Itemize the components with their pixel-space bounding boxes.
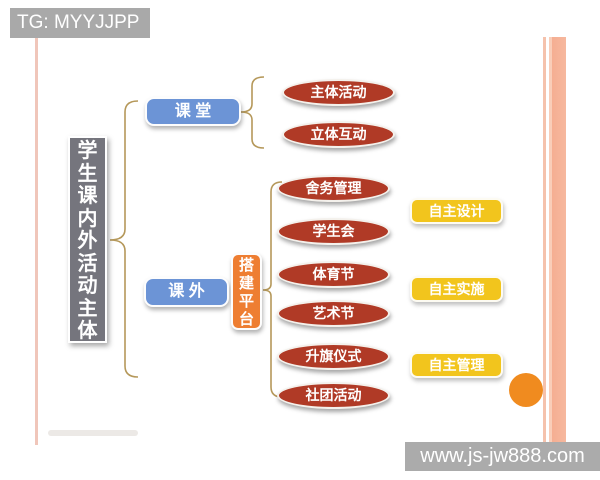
node-activity-dorm: 舍务管理 [277, 175, 390, 202]
label-self-design: 自主设计 [410, 198, 503, 224]
orange-dot [509, 373, 543, 407]
faint-watermark-smudge [48, 430, 138, 436]
label-self-implement: 自主实施 [410, 276, 503, 302]
brace-root [109, 100, 139, 378]
label-self-manage: 自主管理 [410, 352, 503, 378]
node-activity-sports: 体育节 [277, 261, 390, 288]
node-root-title: 学生课内外活动主体 [68, 136, 107, 343]
brace-classroom [240, 76, 265, 149]
right-frame-band [549, 37, 566, 442]
node-extracurricular: 课 外 [144, 277, 229, 307]
node-platform: 搭建平台 [231, 253, 262, 330]
node-activity-interaction: 立体互动 [282, 121, 395, 148]
node-activity-clubs: 社团活动 [277, 382, 390, 409]
tg-banner: TG: MYYJJPP [10, 8, 150, 38]
node-classroom: 课 堂 [145, 97, 241, 126]
left-frame-line [35, 30, 38, 445]
node-activity-arts: 艺术节 [277, 300, 390, 327]
node-activity-subject: 主体活动 [282, 79, 395, 106]
node-activity-flag: 升旗仪式 [277, 343, 390, 370]
bracket-platform [262, 181, 283, 398]
site-watermark: www.js-jw888.com [405, 442, 600, 471]
node-activity-student-union: 学生会 [277, 218, 390, 245]
right-frame-thin-stripe [543, 37, 546, 442]
